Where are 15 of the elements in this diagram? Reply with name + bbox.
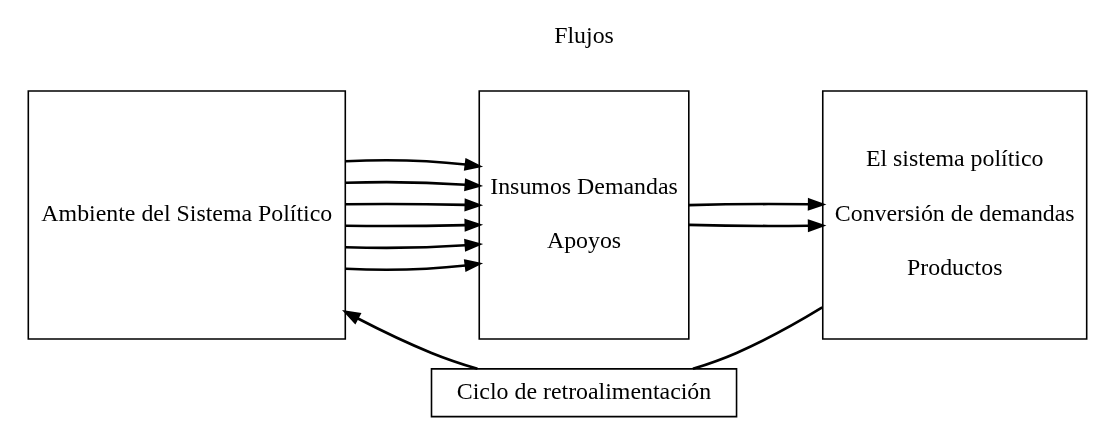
arrow (688, 219, 826, 233)
arrow (345, 157, 483, 171)
arrow (345, 238, 483, 252)
arrow (345, 259, 483, 273)
arrow (688, 197, 826, 211)
label: Flujos (553, 22, 614, 49)
arrow (341, 310, 478, 371)
node-box: Insumos Demandas Apoyos (477, 90, 690, 340)
node-box: El sistema político Conversión de demandas Productos (821, 90, 1087, 340)
connector (692, 306, 823, 371)
arrow (345, 178, 483, 192)
arrow (345, 198, 483, 212)
node-box: Ciclo de retroalimentación (430, 368, 737, 418)
node-box: Ambiente del Sistema Político (27, 90, 346, 340)
arrow (345, 218, 483, 232)
